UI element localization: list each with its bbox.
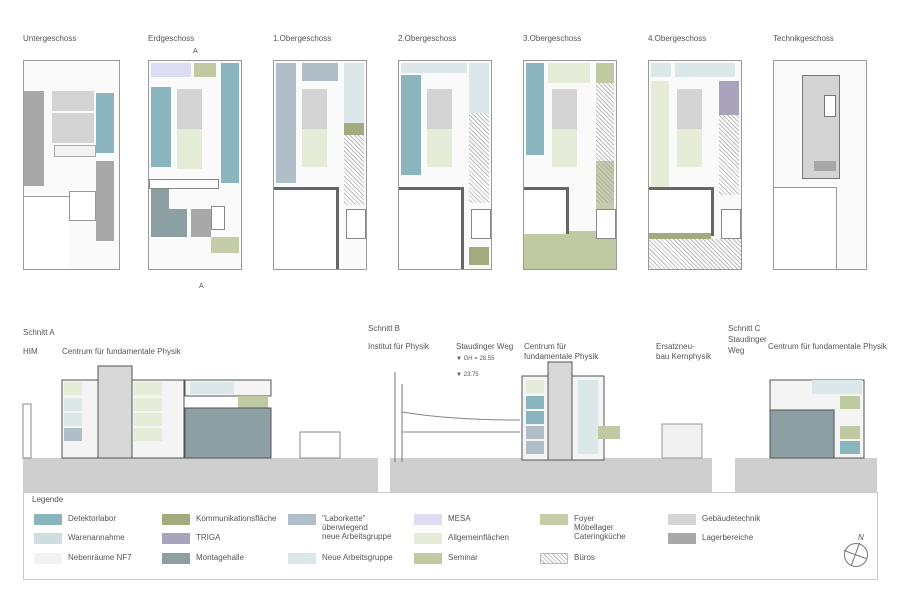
section-b-street-label: Staudinger Weg [456, 342, 514, 351]
section-b-right-label-2: bau Kernphysik [656, 352, 712, 361]
section-b-institut-label: Institut für Physik [368, 342, 429, 351]
legend-swatch [414, 514, 442, 525]
floor-title-erdgeschoss: Erdgeschoss [148, 34, 195, 43]
legend-swatch [34, 553, 62, 564]
legend-swatch [34, 533, 62, 544]
floor-title-untergeschoss: Untergeschoss [23, 34, 77, 43]
section-c-title: Schnitt C [728, 324, 761, 333]
legend-swatch [34, 514, 62, 525]
him-building [22, 403, 32, 459]
legend: Legende Detektorlabor Warenannahme Neben… [23, 492, 878, 580]
floorplan-1og [273, 60, 367, 270]
floorplan-4og [648, 60, 742, 270]
floorplan-3og [523, 60, 617, 270]
floorplan-erdgeschoss [148, 60, 242, 270]
section-b-right-label-1: Ersatzneu- [656, 342, 695, 351]
floor-title-4og: 4.Obergeschoss [648, 34, 707, 43]
legend-swatch [162, 553, 190, 564]
section-c-main-label: Centrum für fundamentale Physik [768, 342, 887, 351]
section-a-title: Schnitt A [23, 328, 55, 337]
section-marker-a-top: A [193, 48, 198, 55]
section-marker-a-bottom: A [199, 283, 204, 290]
section-a-main-label: Centrum für fundamentale Physik [62, 347, 181, 356]
section-b-main-label-1: Centrum für [524, 342, 567, 351]
floorplan-technikgeschoss [773, 60, 867, 270]
section-c-street-1: Staudinger [728, 335, 767, 344]
north-arrow-icon [843, 542, 868, 567]
north-label: N [858, 533, 864, 542]
legend-swatch [414, 533, 442, 544]
legend-swatch [288, 553, 316, 564]
ground-section-a [23, 458, 378, 492]
legend-swatch [540, 553, 568, 564]
section-b-main-label-2: fundamentale Physik [524, 352, 599, 361]
ground-section-b [390, 458, 712, 492]
legend-swatch [540, 514, 568, 525]
legend-swatch [668, 514, 696, 525]
section-b-level-2: ▼ 23.75 [456, 372, 479, 378]
floorplan-untergeschoss [23, 60, 120, 270]
floor-title-3og: 3.Obergeschoss [523, 34, 582, 43]
section-b-level-1: ▼ GH = 28.55 [456, 356, 495, 362]
legend-swatch [414, 553, 442, 564]
legend-swatch [162, 533, 190, 544]
legend-swatch [668, 533, 696, 544]
section-b-title: Schnitt B [368, 324, 401, 333]
legend-swatch [288, 514, 316, 525]
section-c-street-2: Weg [728, 346, 745, 355]
legend-title: Legende [32, 495, 64, 504]
floor-title-technikgeschoss: Technikgeschoss [773, 34, 834, 43]
floorplan-2og [398, 60, 492, 270]
floor-title-1og: 1.Obergeschoss [273, 34, 332, 43]
floor-title-2og: 2.Obergeschoss [398, 34, 457, 43]
ground-section-c [735, 458, 877, 492]
section-a-him-label: HIM [23, 347, 38, 356]
legend-swatch [162, 514, 190, 525]
